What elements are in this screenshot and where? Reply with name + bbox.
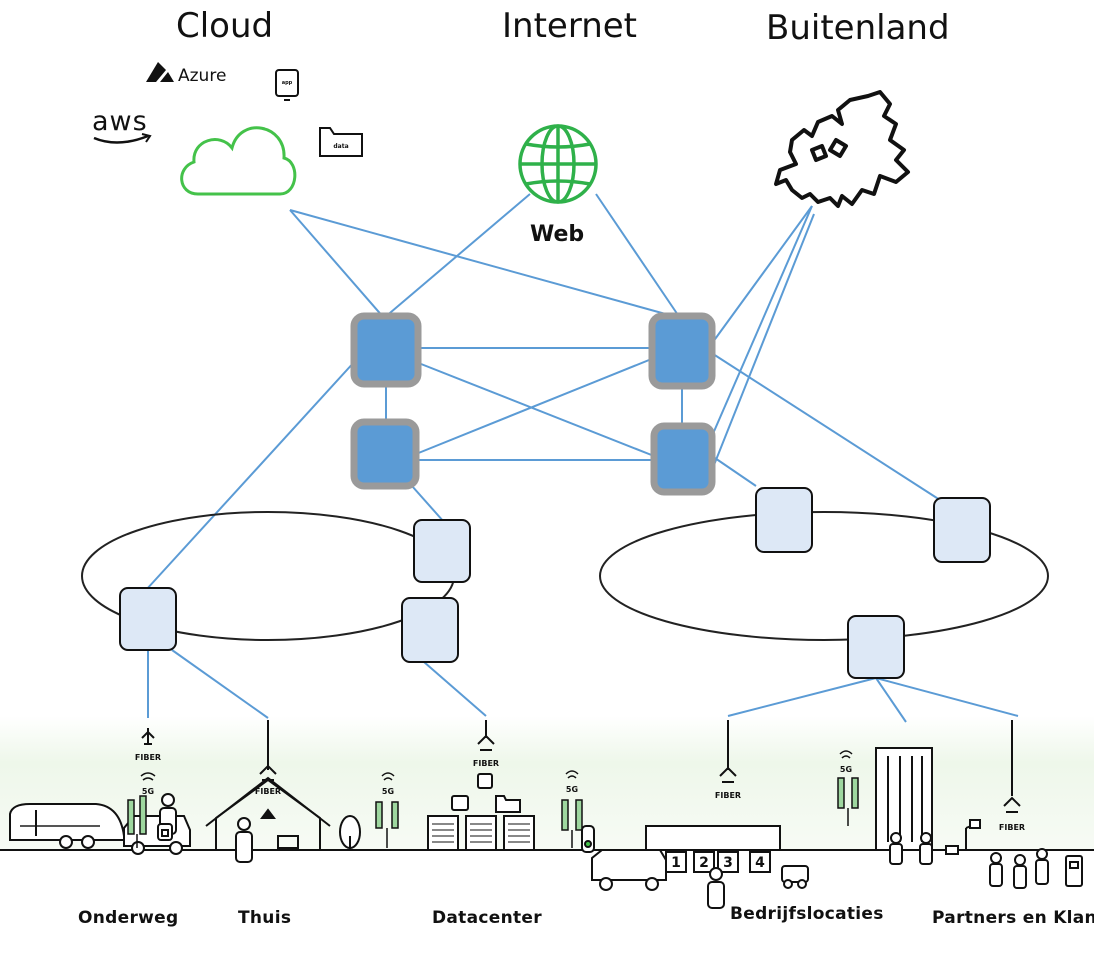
5g-icon: 5G [839, 750, 853, 774]
edge-node [755, 487, 813, 553]
person-icon [889, 832, 903, 865]
heading-cloud: Cloud [176, 6, 274, 46]
globe-icon [518, 124, 598, 204]
tree-icon [339, 815, 361, 850]
svg-text:5G: 5G [566, 785, 578, 794]
core-node [648, 312, 716, 390]
office-building-icon [645, 825, 781, 873]
folder-icon [495, 795, 521, 813]
core-node [650, 422, 716, 496]
edge-node [119, 587, 177, 651]
location-label-bedrijfslocaties: Bedrijfslocaties [730, 904, 884, 924]
edge-node [847, 615, 905, 679]
edge-node [933, 497, 991, 563]
folder-icon: data [319, 127, 363, 157]
svg-text:FIBER: FIBER [999, 823, 1025, 832]
train-icon [9, 803, 125, 849]
data-tag: data [333, 143, 348, 150]
aws-label: aws [92, 106, 148, 137]
azure-icon [146, 62, 174, 82]
charging-station-icon [1065, 855, 1083, 887]
svg-text:4: 4 [755, 855, 765, 871]
cell-tower-icon [837, 777, 859, 826]
person-icon [1013, 854, 1027, 889]
fiber-icon: FIBER [999, 720, 1025, 832]
network-links [145, 193, 1019, 723]
svg-text:FIBER: FIBER [255, 787, 281, 796]
camera-icon [945, 845, 959, 855]
street-lamp-icon [965, 819, 981, 850]
svg-text:FIBER: FIBER [473, 759, 499, 768]
location-label-onderweg: Onderweg [78, 908, 179, 928]
svg-text:FIBER: FIBER [715, 791, 741, 800]
cloud-icon [180, 126, 297, 196]
svg-text:5G: 5G [840, 765, 852, 774]
cell-tower-icon [561, 799, 583, 848]
monitor-icon: app [275, 69, 299, 101]
svg-text:1: 1 [671, 855, 681, 871]
person-icon [707, 867, 725, 909]
azure-label: Azure [178, 66, 227, 86]
web-label: Web [530, 222, 585, 247]
app-tag: app [282, 80, 293, 86]
person-icon [919, 832, 933, 865]
person-icon [235, 817, 253, 863]
location-label-partners: Partners en Klant [932, 908, 1094, 928]
edge-node [401, 597, 459, 663]
svg-text:5G: 5G [142, 787, 154, 796]
fiber-icon: FIBER [473, 720, 499, 768]
svg-text:2: 2 [699, 855, 709, 871]
monitor-icon [477, 773, 493, 789]
lock-icon [157, 823, 173, 841]
5g-icon: 5G [140, 772, 156, 796]
fiber-icon: FIBER [135, 728, 161, 762]
person-icon [989, 852, 1003, 887]
skyscraper-icon [875, 747, 933, 851]
van-icon [591, 849, 667, 891]
cell-tower-icon [375, 801, 399, 848]
core-node [350, 418, 420, 490]
building-numbers: 1 2 3 4 [671, 855, 765, 871]
europe-map-icon [774, 90, 910, 208]
location-label-thuis: Thuis [238, 908, 292, 928]
fiber-icon: FIBER [255, 720, 281, 796]
heading-abroad: Buitenland [766, 8, 950, 48]
svg-text:5G: 5G [382, 787, 394, 796]
svg-text:3: 3 [723, 855, 733, 871]
server-slots [432, 823, 530, 843]
edge-node [413, 519, 471, 583]
aws-smile-icon [93, 133, 152, 144]
cell-tower-icon [127, 795, 147, 848]
server-rack-icon [427, 815, 535, 851]
svg-text:FIBER: FIBER [135, 753, 161, 762]
5g-icon: 5G [381, 772, 395, 796]
person-icon [1035, 848, 1049, 885]
fiber-icon: FIBER [715, 720, 741, 800]
5g-icon: 5G [565, 770, 579, 794]
monitor-icon [451, 795, 469, 811]
core-node [350, 312, 422, 388]
location-label-datacenter: Datacenter [432, 908, 542, 928]
heading-internet: Internet [502, 6, 638, 46]
ring-right [599, 511, 1049, 641]
traffic-light-icon [581, 825, 595, 853]
robot-cart-icon [781, 865, 809, 889]
